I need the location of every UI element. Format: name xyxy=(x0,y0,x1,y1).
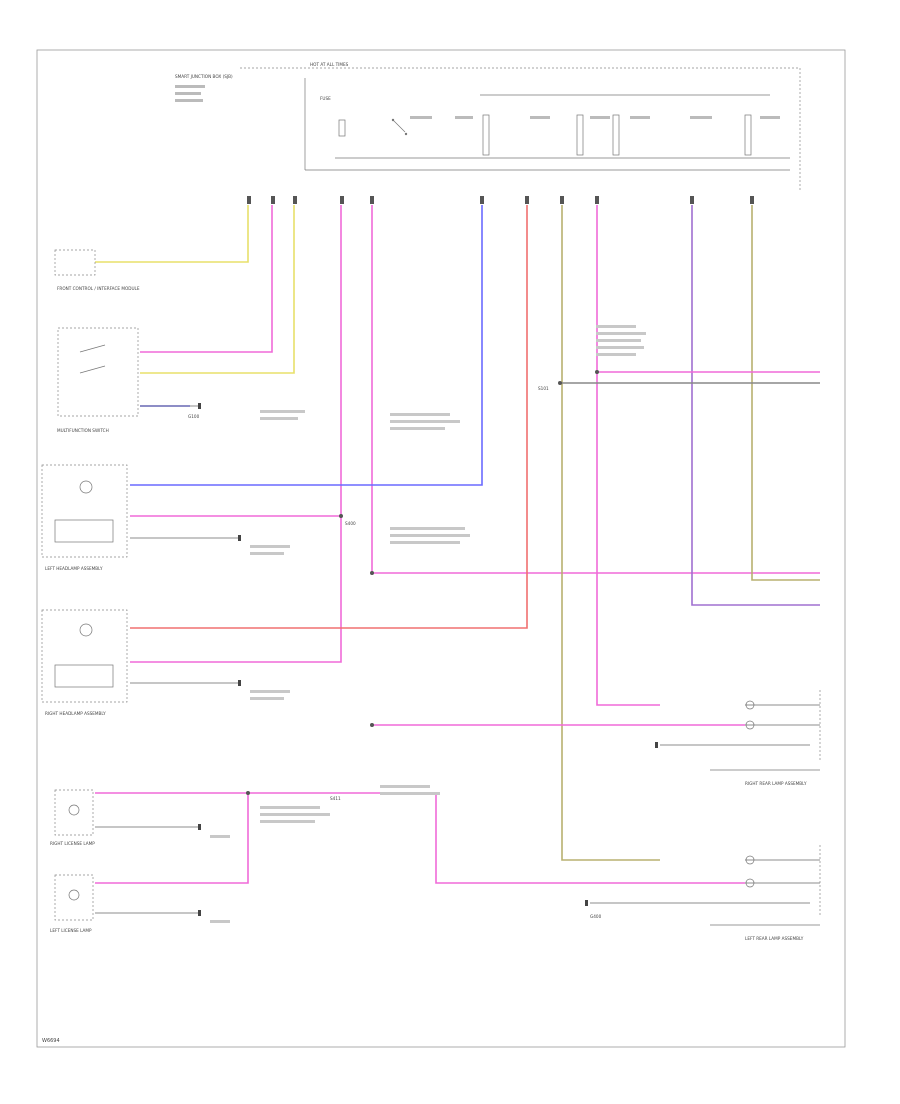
left-rear-lamp: LEFT REAR LAMP ASSEMBLY xyxy=(710,845,821,941)
llic-label: LEFT LICENSE LAMP xyxy=(50,928,92,933)
wire-red-right-hl xyxy=(130,205,528,629)
wire-pink-license-r xyxy=(95,792,249,884)
multifunction-switch: MULTIFUNCTION SWITCH xyxy=(57,327,139,433)
rlic-label: RIGHT LICENSE LAMP xyxy=(50,841,95,846)
wire-violet xyxy=(691,205,820,606)
wire-yellow-mfs xyxy=(140,205,295,374)
front-control-module: FRONT CONTROL / INTERFACE MODULE xyxy=(54,249,140,291)
sjb-outline xyxy=(240,67,801,190)
fuse-symbols xyxy=(338,114,752,156)
ground-lines xyxy=(95,405,820,914)
s400-label: S400 xyxy=(345,521,356,526)
wire-olive-left-rear xyxy=(561,205,660,861)
connector-pins-top xyxy=(247,196,754,204)
mfs-label: MULTIFUNCTION SWITCH xyxy=(57,428,109,433)
sjb-pin-labels xyxy=(175,85,780,119)
s411-label: S411 xyxy=(330,796,341,801)
sjb-label: SMART JUNCTION BOX (SJB) xyxy=(175,74,233,79)
right-headlamp: RIGHT HEADLAMP ASSEMBLY xyxy=(41,609,128,716)
footer-code: W6694 xyxy=(42,1038,60,1044)
annotation-placeholders xyxy=(210,325,646,923)
wire-pink-headlamps xyxy=(130,205,342,663)
diagram-frame xyxy=(36,49,846,1048)
fuse-label: FUSE xyxy=(320,96,331,101)
wire-pink-license-l xyxy=(248,792,745,884)
lh-label: LEFT HEADLAMP ASSEMBLY xyxy=(45,566,103,571)
rrl-label: RIGHT REAR LAMP ASSEMBLY xyxy=(745,781,807,786)
s101-label: S101 xyxy=(538,386,549,391)
wire-pink-right-rear xyxy=(596,205,660,706)
left-license-lamp: LEFT LICENSE LAMP xyxy=(50,874,94,933)
splice-markers xyxy=(246,370,599,795)
lrl-label: LEFT REAR LAMP ASSEMBLY xyxy=(745,936,804,941)
fcim-label: FRONT CONTROL / INTERFACE MODULE xyxy=(57,286,140,291)
relay-switch-icon xyxy=(391,118,408,136)
g100-label: G100 xyxy=(188,414,200,419)
wire-blue-left-hl xyxy=(130,205,483,486)
g400-label: G400 xyxy=(590,914,602,919)
wire-pink-mfs xyxy=(140,205,273,353)
left-headlamp: LEFT HEADLAMP ASSEMBLY xyxy=(41,464,128,571)
wire-yellow-fcim xyxy=(95,205,249,263)
wire-olive-2 xyxy=(751,205,820,581)
ground-icon xyxy=(198,403,658,916)
right-rear-lamp: RIGHT REAR LAMP ASSEMBLY xyxy=(710,690,821,786)
rh-label: RIGHT HEADLAMP ASSEMBLY xyxy=(45,711,106,716)
hot-label: HOT AT ALL TIMES xyxy=(310,62,349,67)
right-license-lamp: RIGHT LICENSE LAMP xyxy=(50,789,95,846)
